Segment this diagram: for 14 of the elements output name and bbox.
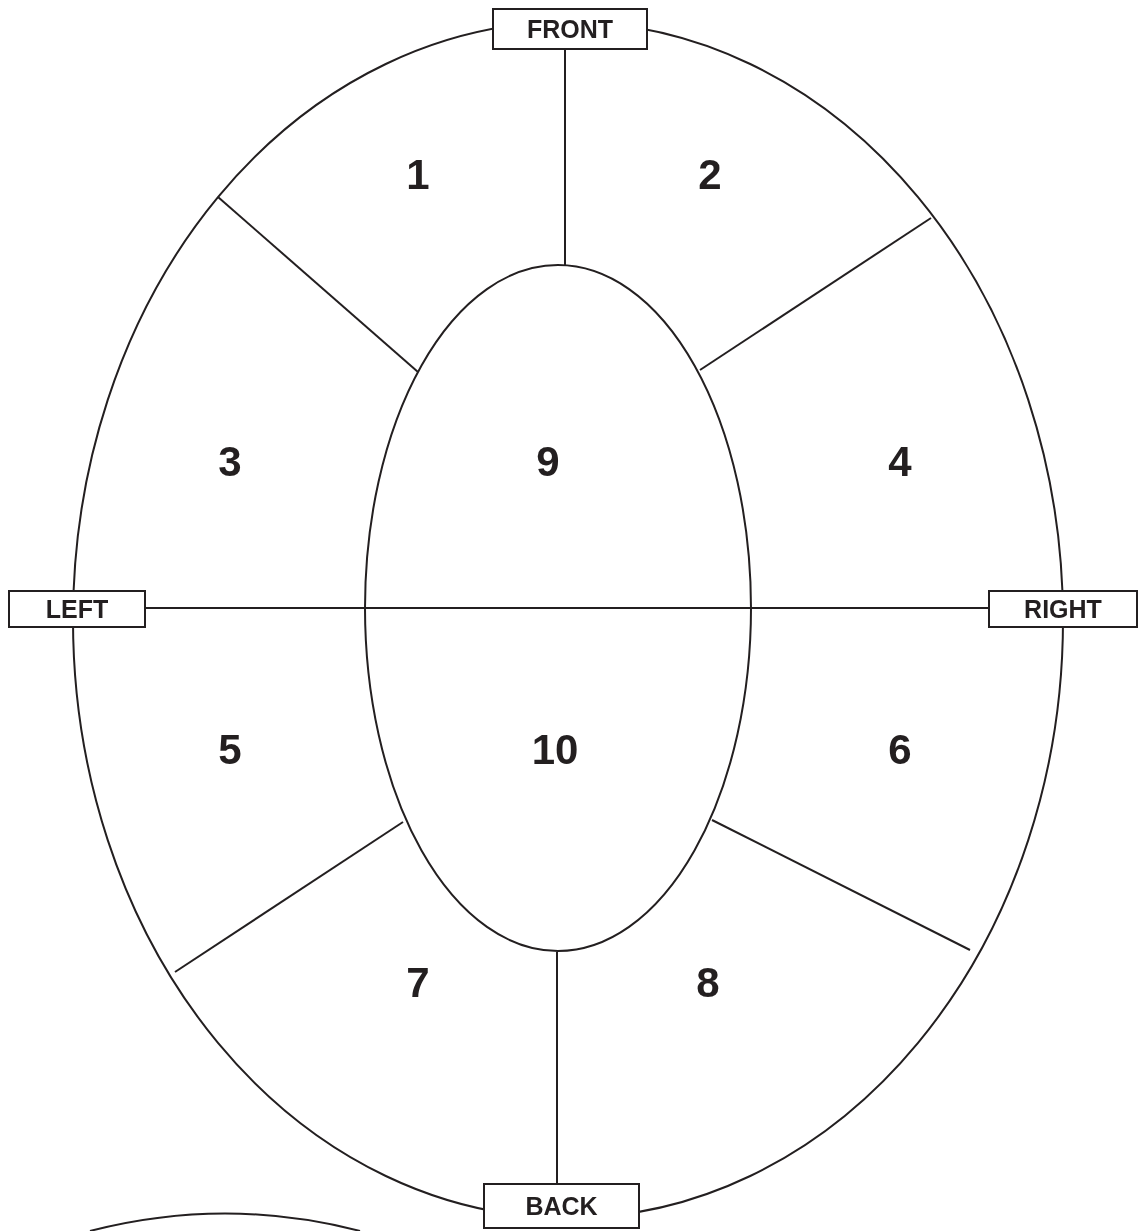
- zone-number: 8: [696, 962, 720, 1004]
- zone-number: 2: [698, 154, 722, 196]
- direction-label-box: RIGHT: [988, 590, 1138, 628]
- zone-number: 3: [218, 441, 242, 483]
- zone-number: 7: [406, 962, 430, 1004]
- zone-number: 1: [406, 154, 430, 196]
- zone-number: 4: [888, 441, 912, 483]
- zone-number: 5: [218, 729, 242, 771]
- direction-label-box: BACK: [483, 1183, 640, 1229]
- zone-number: 9: [536, 441, 560, 483]
- zone-number: 10: [531, 729, 579, 771]
- zone-number: 6: [888, 729, 912, 771]
- direction-label-box: FRONT: [492, 8, 648, 50]
- direction-label-box: LEFT: [8, 590, 146, 628]
